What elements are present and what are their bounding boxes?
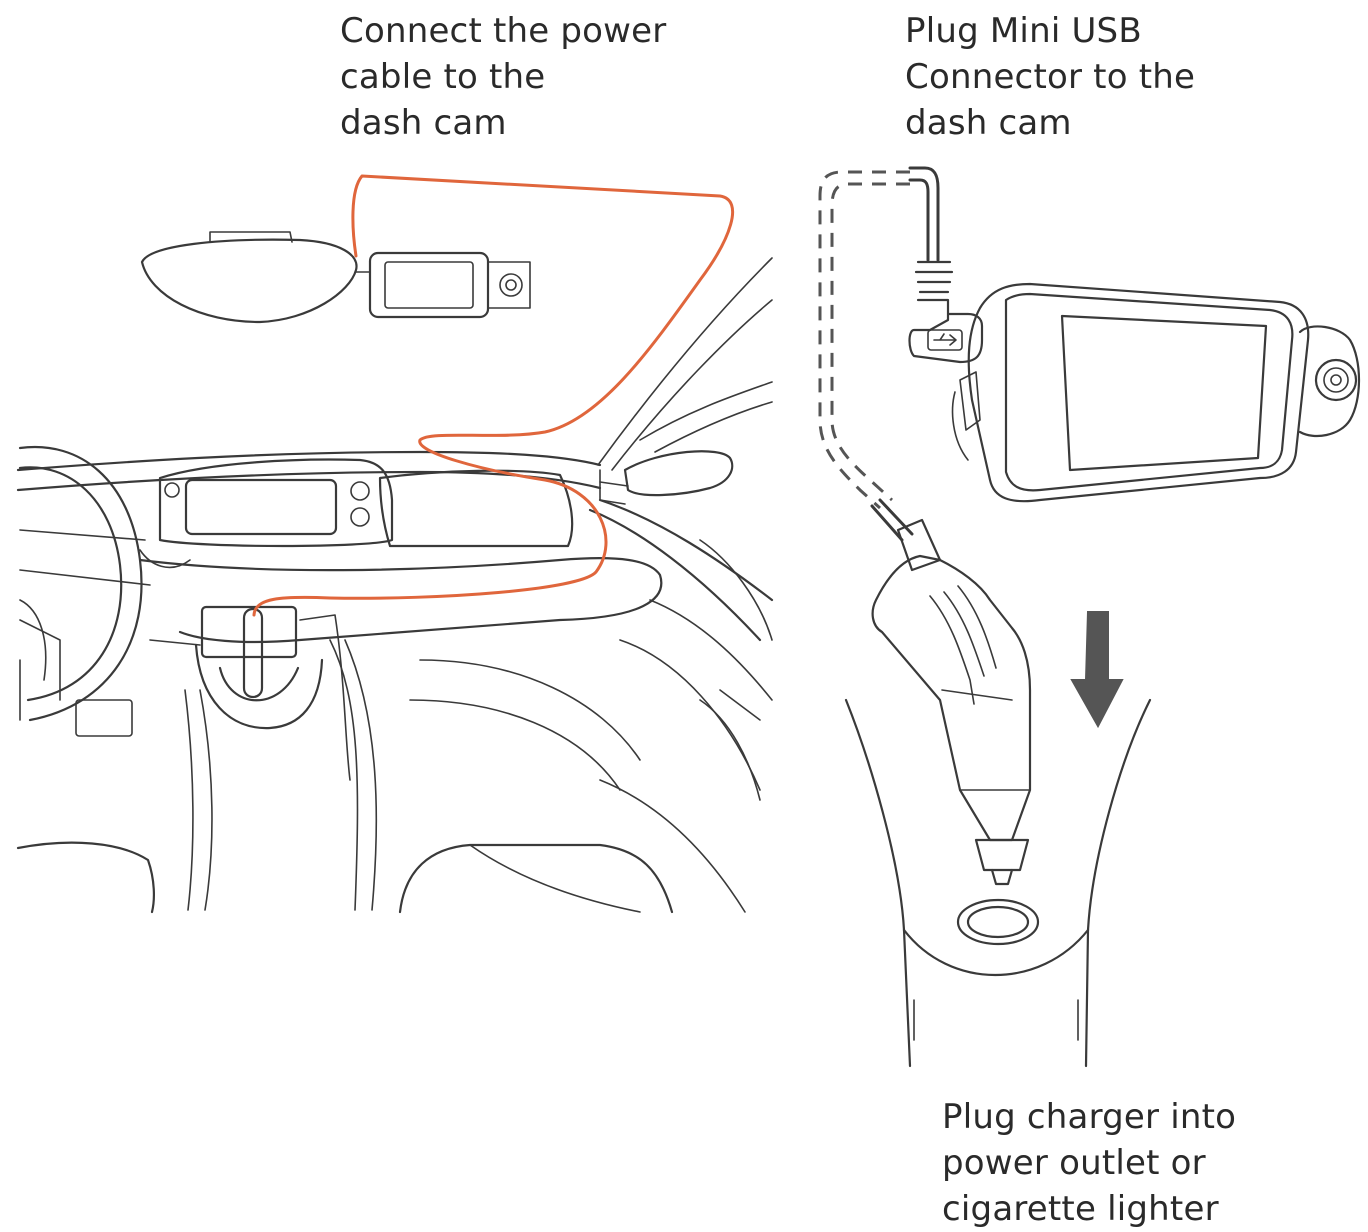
caption-plug-mini-usb: Plug Mini USB Connector to the dash cam bbox=[905, 11, 1196, 143]
dash-cam-small bbox=[355, 251, 531, 319]
car-charger bbox=[871, 554, 1032, 886]
car-interior-illustration bbox=[16, 231, 774, 914]
down-arrow-icon bbox=[1070, 611, 1124, 729]
caption-plug-charger: Plug charger into power outlet or cigare… bbox=[942, 1097, 1237, 1229]
dash-cam-large bbox=[951, 282, 1361, 503]
lighter-socket bbox=[844, 698, 1152, 1068]
caption-connect-power-cable: Connect the power cable to the dash cam bbox=[340, 11, 667, 143]
usb-symbol-icon bbox=[927, 329, 963, 351]
dashed-cable-route bbox=[818, 170, 910, 510]
power-cable-path bbox=[252, 174, 735, 617]
